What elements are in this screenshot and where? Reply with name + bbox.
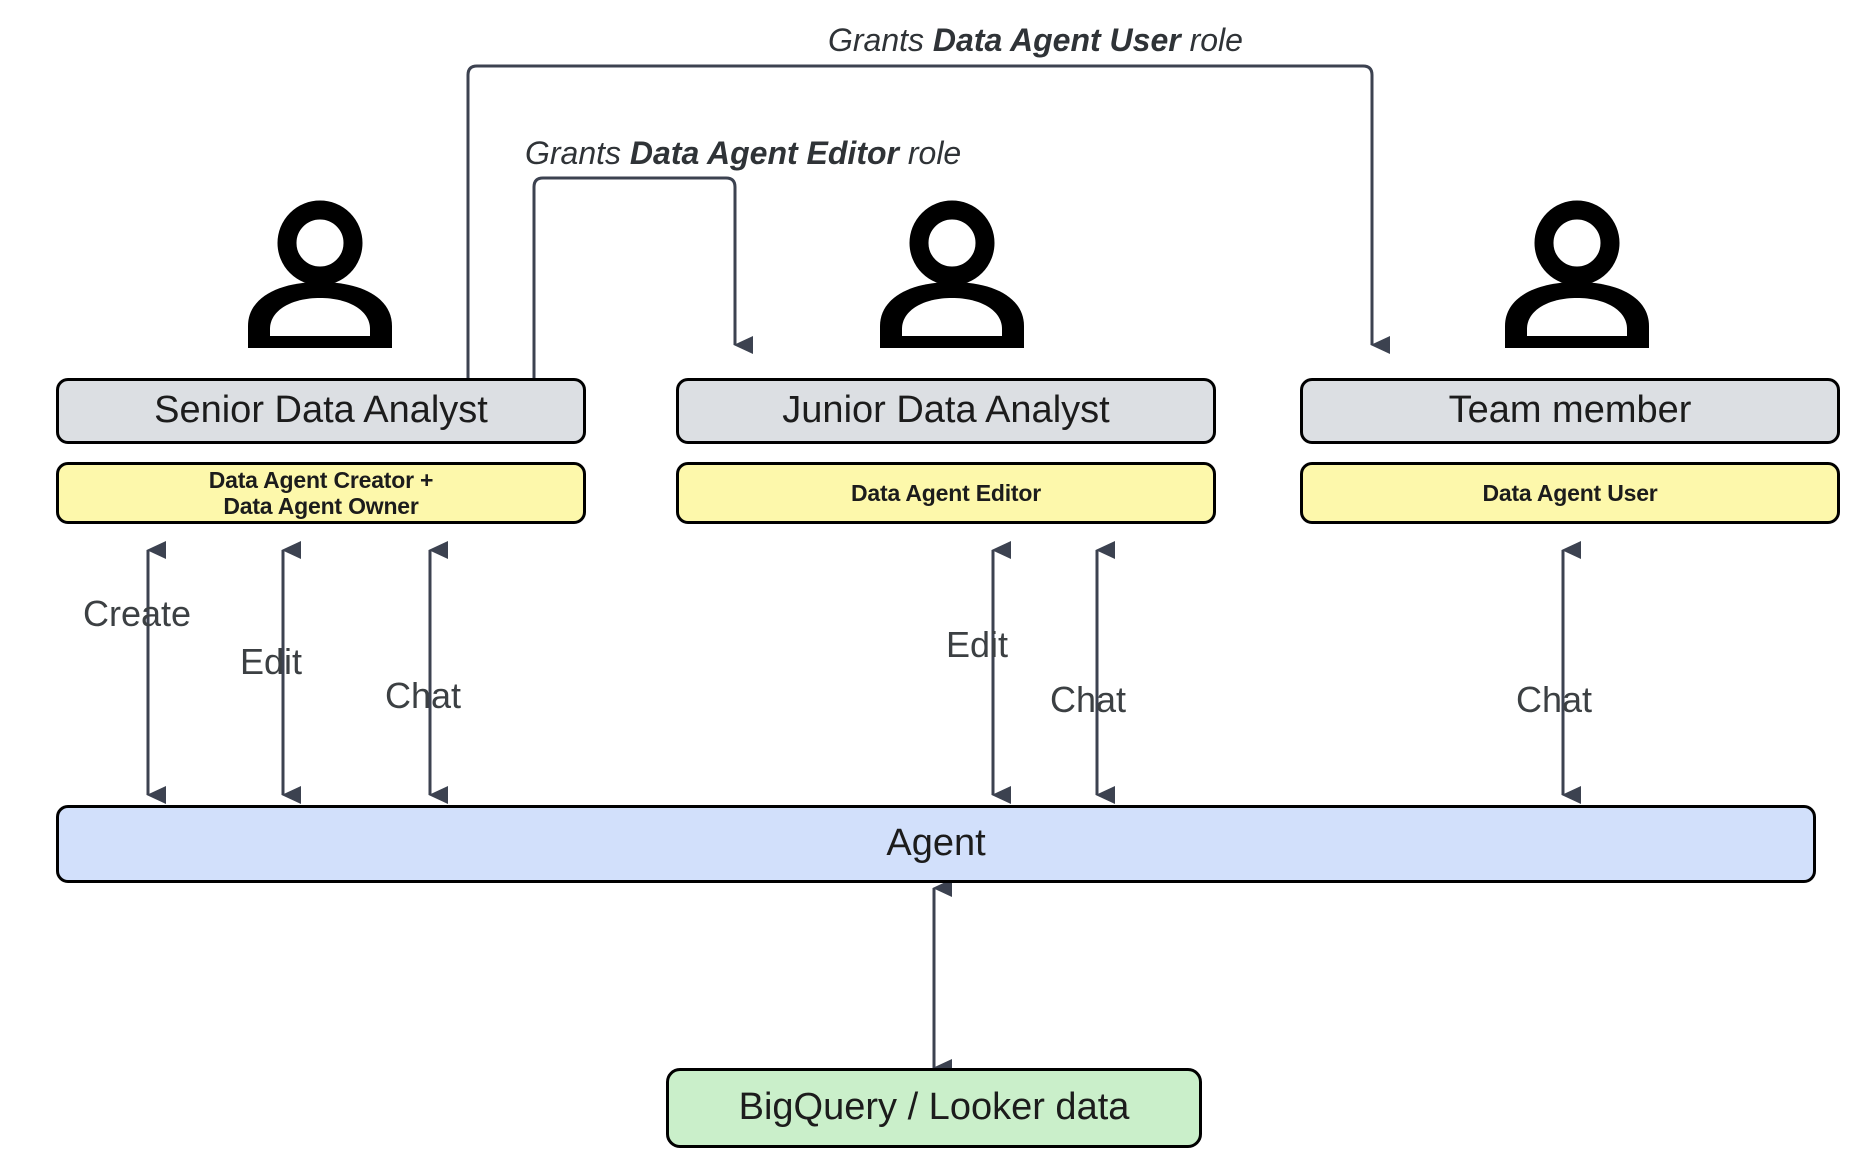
grant-label-user: Grants Data Agent User role [828, 22, 1243, 59]
edge-label-senior-create: Create [83, 593, 192, 634]
edge-label-senior-chat: Chat [385, 675, 462, 716]
role-title-senior[interactable]: Senior Data Analyst [56, 378, 586, 444]
permission-senior-line1: Data Agent Creator + [208, 466, 434, 493]
person-icon-junior [872, 198, 1032, 348]
grant-editor-prefix: Grants [525, 135, 630, 171]
role-title-junior[interactable]: Junior Data Analyst [676, 378, 1216, 444]
grant-user-role: Data Agent User [932, 22, 1181, 58]
grant-editor-suffix: role [898, 135, 962, 171]
datasource-node[interactable]: BigQuery / Looker data [666, 1068, 1202, 1148]
grant-label-editor: Grants Data Agent Editor role [525, 135, 961, 172]
connector-grants-editor [532, 176, 754, 390]
permission-badge-team[interactable]: Data Agent User [1300, 462, 1840, 524]
permission-badge-junior[interactable]: Data Agent Editor [676, 462, 1216, 524]
edge-label-junior-edit: Edit [946, 624, 1009, 665]
permission-badge-senior[interactable]: Data Agent Creator + Data Agent Owner [56, 462, 586, 524]
edge-label-senior-edit: Edit [240, 641, 303, 682]
grant-user-suffix: role [1180, 22, 1243, 58]
role-title-team[interactable]: Team member [1300, 378, 1840, 444]
person-icon-team [1497, 198, 1657, 348]
grant-user-prefix: Grants [828, 22, 933, 58]
permission-senior-line2: Data Agent Owner [223, 493, 419, 519]
agent-node[interactable]: Agent [56, 805, 1816, 883]
grant-editor-role: Data Agent Editor [629, 135, 899, 171]
edge-label-team-chat: Chat [1516, 679, 1593, 720]
person-icon-senior [240, 198, 400, 348]
edge-label-junior-chat: Chat [1050, 679, 1127, 720]
